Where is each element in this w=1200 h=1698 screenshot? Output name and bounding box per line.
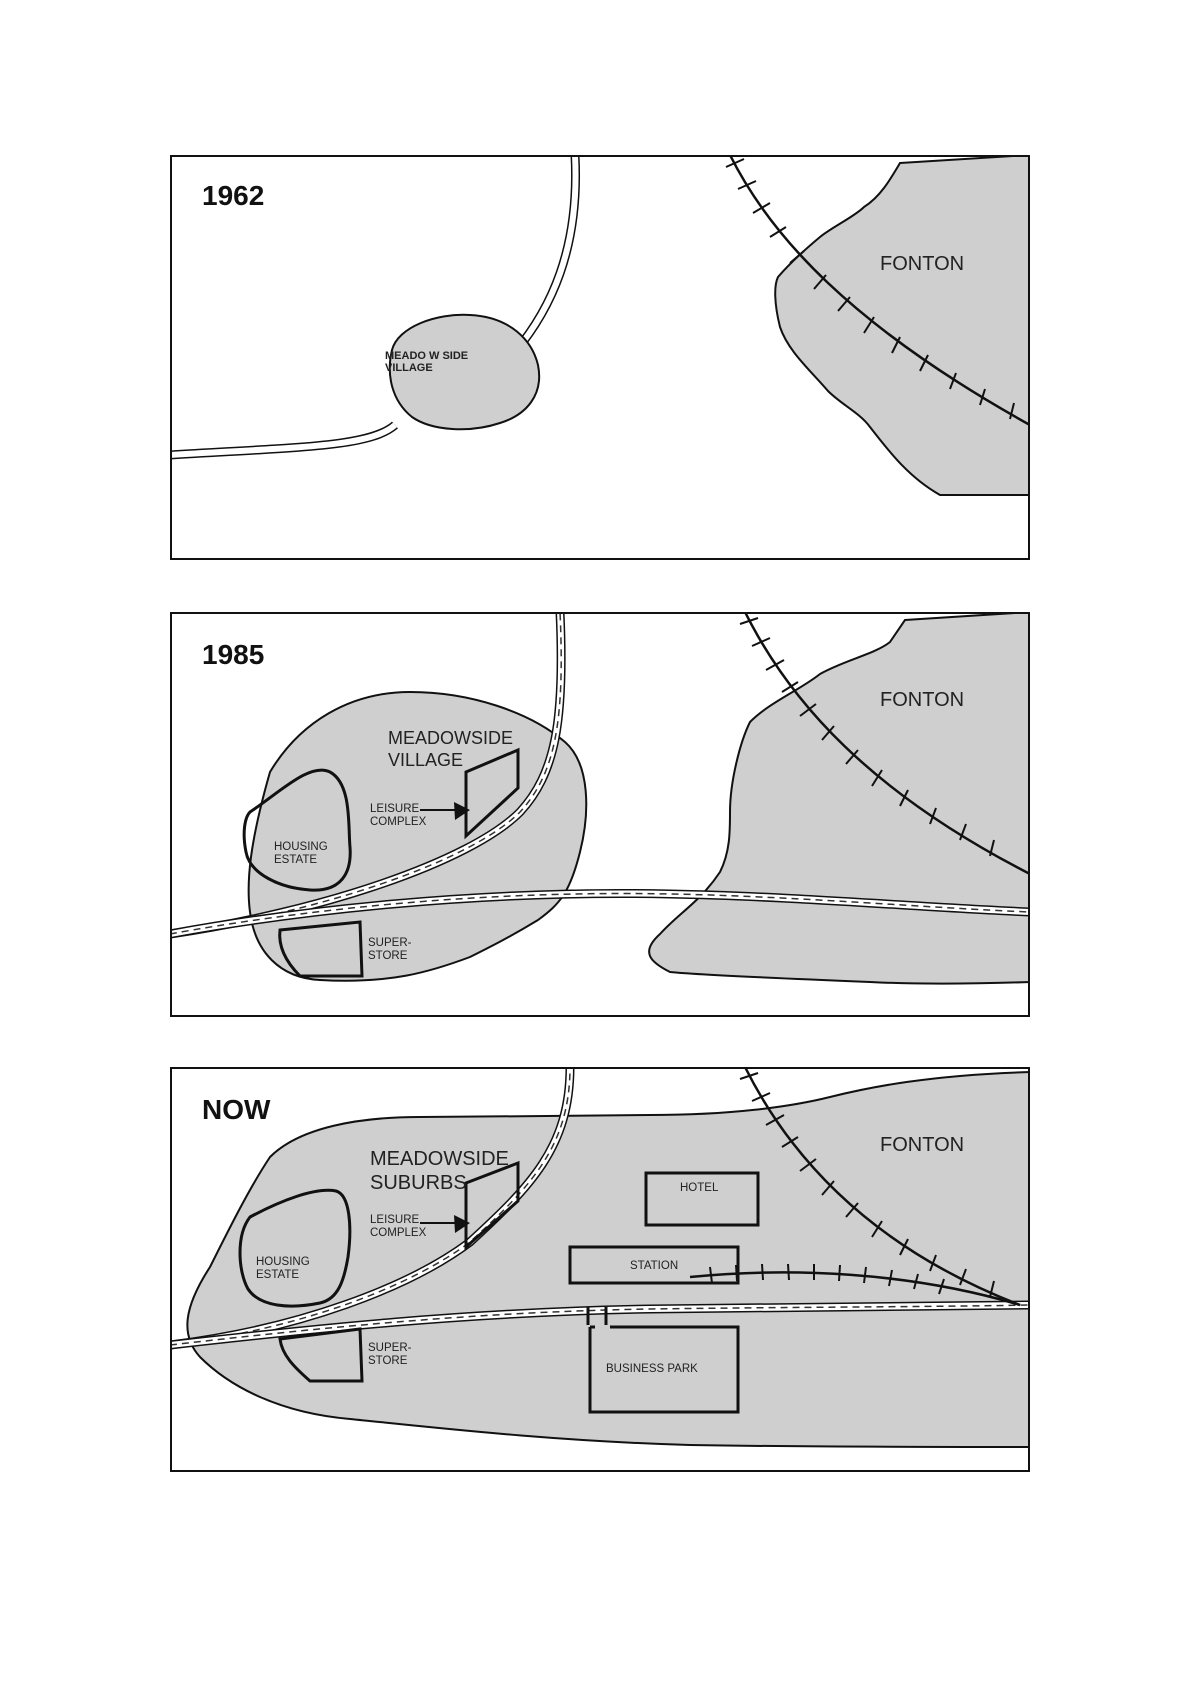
village-label-1985-line2: VILLAGE [388, 750, 463, 770]
panel-frame-1985 [170, 612, 1030, 1017]
fonton-area [648, 612, 1030, 1017]
business-park-access [586, 1307, 608, 1325]
fonton-area [774, 155, 1030, 496]
leisure-complex-now [464, 1160, 520, 1251]
station-label: STATION [630, 1260, 678, 1272]
panel-frame-now [170, 1067, 1030, 1472]
leisure-label-now-line2: COMPLEX [370, 1227, 427, 1239]
year-label-1962: 1962 [202, 180, 264, 211]
railway-now [743, 1067, 1021, 1307]
map-panel-now: NOW FONTON MEADOWSIDE SUBURBS LEISURE CO… [170, 1067, 1030, 1472]
housing-label-1985-line1: HOUSING [274, 841, 328, 853]
store-label-1985-line1: SUPER- [368, 937, 412, 949]
housing-label-now-line2: ESTATE [256, 1269, 299, 1281]
suburb-label-now-line1: MEADOWSIDE [370, 1148, 509, 1170]
housing-estate-1985 [242, 768, 352, 892]
map-now-svg: NOW FONTON MEADOWSIDE SUBURBS LEISURE CO… [170, 1067, 1030, 1472]
store-label-1985-line2: STORE [368, 950, 408, 962]
suburb-label-now-line2: SUBURBS [370, 1172, 467, 1194]
station-building [568, 1245, 740, 1285]
leisure-label-now-line1: LEISURE [370, 1214, 420, 1226]
superstore-1985 [278, 920, 364, 978]
railway-ties-1962 [725, 158, 1015, 420]
leisure-label-1985-line2: COMPLEX [370, 816, 427, 828]
fonton-label-1985: FONTON [880, 689, 964, 711]
railway-1962 [728, 155, 1030, 427]
leisure-label-1985-line1: LEISURE [370, 803, 420, 815]
fonton-label-1962: FONTON [880, 253, 964, 275]
meadowside-village-area [388, 313, 541, 431]
housing-label-1985-line2: ESTATE [274, 854, 317, 866]
housing-estate-now [238, 1188, 352, 1308]
store-label-now-line1: SUPER- [368, 1342, 412, 1354]
hotel-building [644, 1171, 760, 1227]
year-label-1985: 1985 [202, 639, 264, 670]
business-park-label: BUSINESS PARK [606, 1363, 698, 1375]
fonton-label-now: FONTON [880, 1134, 964, 1156]
railway-ties-1985 [739, 617, 995, 857]
map-1985-svg: 1985 FONTON MEADOWSIDE VILLAGE LEISURE C… [170, 612, 1030, 1017]
leisure-arrow-now [454, 1215, 470, 1233]
panel-frame-1962 [170, 155, 1030, 560]
map-1962-svg: 1962 FONTON MEADO W SIDE VILLAGE [170, 155, 1030, 560]
map-panel-1962: 1962 FONTON MEADO W SIDE VILLAGE [170, 155, 1030, 560]
leisure-arrow-1985 [454, 802, 470, 820]
village-label-1962-line1: MEADO W SIDE [385, 350, 468, 362]
railway-ties-now [739, 1072, 995, 1298]
railway-branch-now [689, 1271, 1021, 1307]
built-up-area-now [186, 1070, 1030, 1448]
village-label-1985-line1: MEADOWSIDE [388, 728, 513, 748]
housing-label-now-line1: HOUSING [256, 1256, 310, 1268]
store-label-now-line2: STORE [368, 1355, 408, 1367]
leisure-complex-1985 [464, 747, 520, 840]
map-panel-1985: 1985 FONTON MEADOWSIDE VILLAGE LEISURE C… [170, 612, 1030, 1017]
hotel-label: HOTEL [680, 1182, 719, 1194]
village-label-1962-line2: VILLAGE [385, 362, 433, 374]
year-label-now: NOW [202, 1094, 271, 1125]
business-park-building [588, 1325, 740, 1414]
railway-1985 [743, 612, 1030, 876]
superstore-now [278, 1327, 364, 1383]
